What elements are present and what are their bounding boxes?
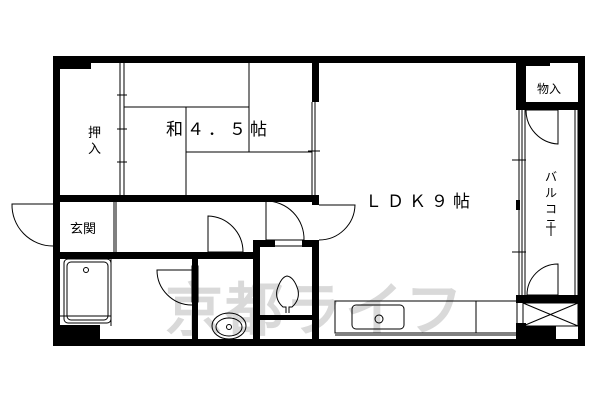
room-label-oshiire-2: 入: [88, 142, 101, 157]
room-label-washitsu: 和４．５帖: [166, 120, 271, 140]
walls: [53, 56, 585, 346]
thin-lines: [11, 63, 579, 340]
room-label-ldk: ＬＤＫ９帖: [365, 192, 475, 212]
svg-text:バ: バ: [545, 170, 557, 184]
svg-text:ル: ル: [545, 186, 557, 200]
svg-text:コ: コ: [545, 202, 557, 216]
room-label-monoire: 物入: [537, 82, 561, 96]
room-label-oshiire-1: 押: [88, 126, 101, 141]
room-label-balcony: バ ル コ ニ: [545, 170, 557, 236]
room-label-genkan: 玄関: [70, 222, 96, 237]
